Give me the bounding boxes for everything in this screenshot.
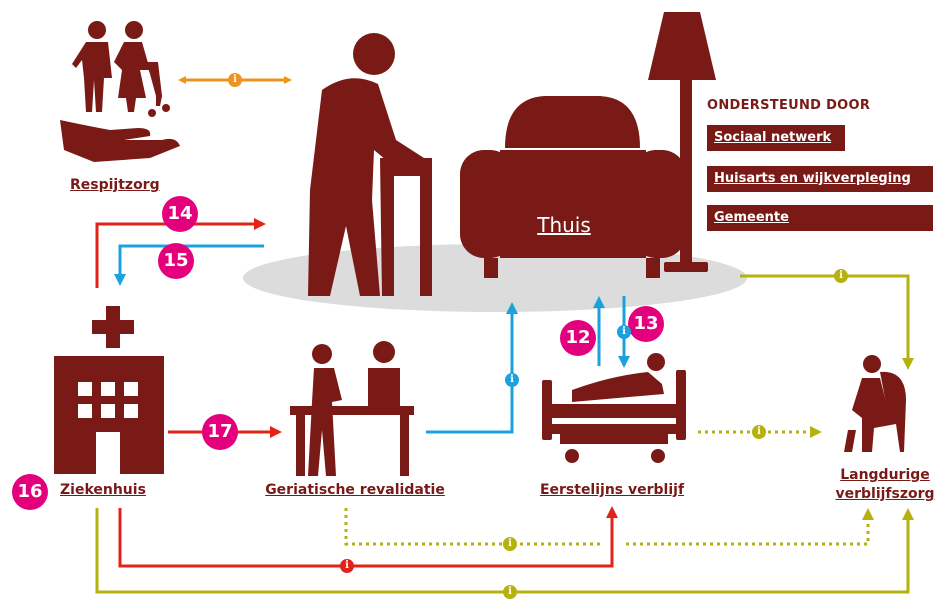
label-rehab[interactable]: Geriatische revalidatie <box>265 482 445 498</box>
long-term-care-icon <box>844 355 906 452</box>
elderly-walker-icon <box>308 33 432 296</box>
connector-hospital-longterm <box>95 508 914 594</box>
support-social-network[interactable]: Sociaal netwerk <box>707 125 845 151</box>
info-rehab-home[interactable]: i <box>505 373 519 387</box>
badge-15[interactable]: 15 <box>158 243 194 279</box>
connector-14 <box>95 218 266 288</box>
info-home-longterm[interactable]: i <box>834 269 848 283</box>
support-title: ONDERSTEUND DOOR <box>707 98 871 113</box>
info-respite-home[interactable]: i <box>228 73 242 87</box>
support-gp-district-nursing[interactable]: Huisarts en wijkverpleging <box>707 166 933 192</box>
badge-12[interactable]: 12 <box>560 320 596 356</box>
label-home[interactable]: Thuis <box>537 213 591 237</box>
info-rehab-longterm[interactable]: i <box>503 537 517 551</box>
connector-rehab-home <box>426 302 518 434</box>
badge-16[interactable]: 16 <box>12 474 48 510</box>
connector-15 <box>114 244 264 286</box>
hospital-icon <box>54 306 164 474</box>
label-respite[interactable]: Respijtzorg <box>70 177 160 193</box>
hospital-bed-icon <box>542 353 686 463</box>
connector-home-longterm <box>740 274 914 370</box>
badge-14[interactable]: 14 <box>162 196 198 232</box>
info-primary-stay[interactable]: i <box>617 325 631 339</box>
label-primary-stay[interactable]: Eerstelijns verblijf <box>539 482 685 498</box>
badge-17[interactable]: 17 <box>202 414 238 450</box>
rehabilitation-icon <box>290 341 414 476</box>
info-hospital-primary[interactable]: i <box>340 559 354 573</box>
connector-rehab-longterm-2 <box>626 508 874 546</box>
respite-care-icon <box>60 21 180 162</box>
connector-hospital-primary <box>118 506 618 568</box>
support-municipality[interactable]: Gemeente <box>707 205 933 231</box>
armchair-icon <box>460 96 686 278</box>
label-hospital[interactable]: Ziekenhuis <box>60 482 146 498</box>
label-longterm-line1: Langdurige <box>840 467 930 483</box>
label-longterm-line2: verblijfszorg <box>835 486 935 502</box>
connector-rehab-longterm <box>344 508 600 546</box>
badge-13[interactable]: 13 <box>628 306 664 342</box>
info-primary-longterm[interactable]: i <box>752 425 766 439</box>
label-longterm[interactable]: Langdurige verblijfszorg <box>835 466 934 504</box>
info-hospital-longterm[interactable]: i <box>503 585 517 599</box>
